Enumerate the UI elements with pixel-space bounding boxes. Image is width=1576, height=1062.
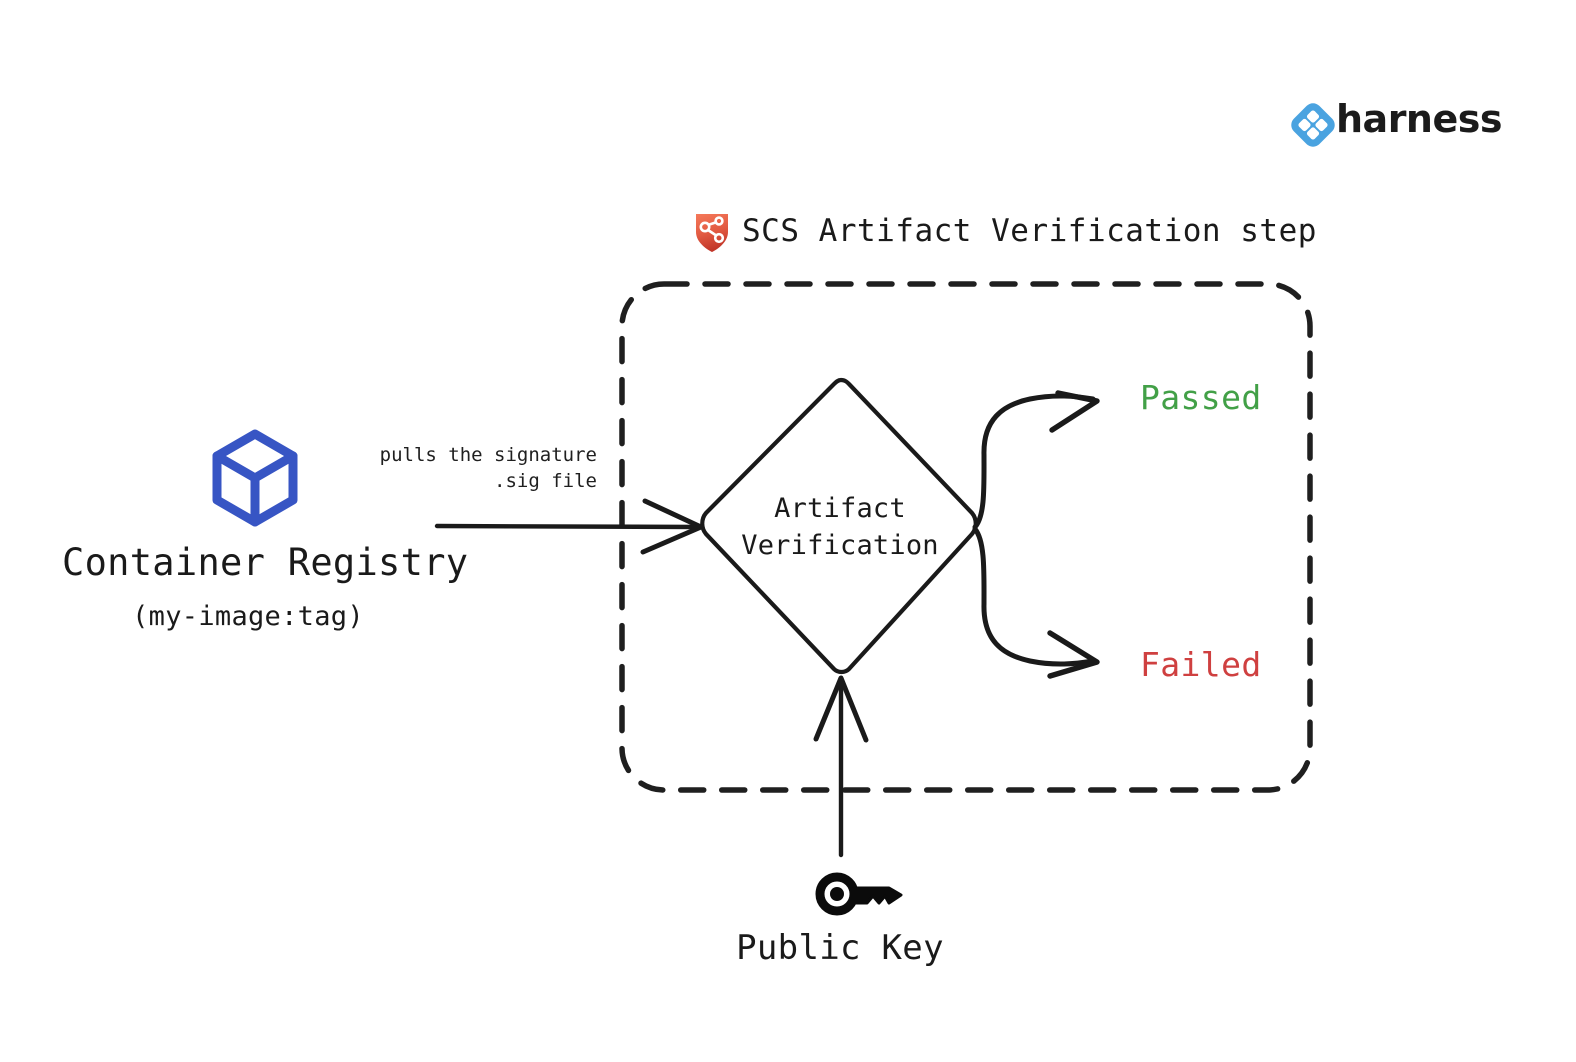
- container-registry-subtitle: (my-image:tag): [132, 601, 364, 632]
- artifact-verification-diamond: [700, 377, 978, 675]
- scs-step-boundary: [619, 281, 1313, 793]
- harness-logo: harness: [1288, 97, 1503, 141]
- edge-publickey-to-verification: [813, 675, 869, 858]
- harness-wordmark: harness: [1336, 97, 1503, 141]
- outcome-passed-label: Passed: [1140, 378, 1262, 417]
- container-registry-title: Container Registry: [62, 541, 469, 584]
- outcome-failed-label: Failed: [1140, 645, 1262, 684]
- edge-verification-to-passed: [972, 390, 1100, 530]
- step-title-label: SCS Artifact Verification step: [742, 213, 1317, 249]
- key-icon: [815, 872, 903, 916]
- artifact-verification-label: Artifact Verification: [741, 493, 939, 561]
- harness-diamond-logo-icon: [1291, 103, 1335, 147]
- container-cube-icon: [212, 429, 298, 527]
- public-key-label: Public Key: [736, 928, 944, 968]
- step-title: SCS Artifact Verification step: [692, 210, 1317, 252]
- edge-verification-to-failed: [972, 526, 1100, 679]
- scs-shield-icon: [696, 214, 728, 252]
- edge-label-pulls-signature: pulls the signature .sig file: [379, 444, 597, 492]
- edge-registry-to-verification: [434, 498, 704, 555]
